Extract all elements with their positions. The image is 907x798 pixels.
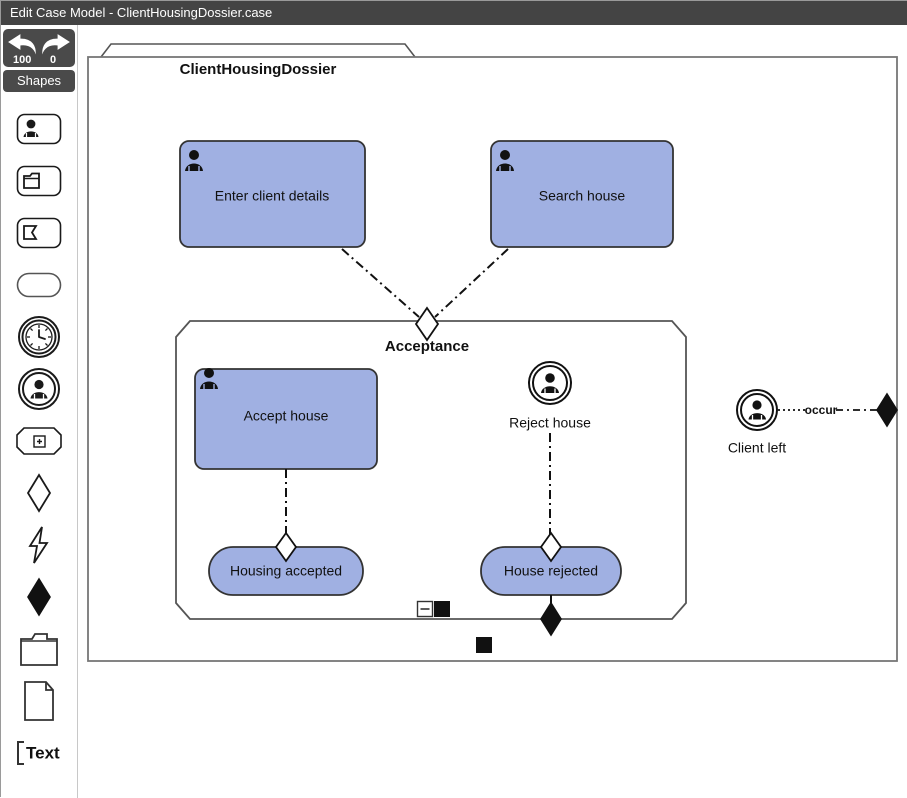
connector-occur-label: occur — [805, 403, 838, 417]
user-event-reject-house[interactable]: Reject house — [509, 361, 591, 431]
palette-item-text-annotation[interactable]: Text — [1, 727, 77, 779]
task-accept-house-label: Accept house — [244, 408, 329, 424]
milestone-housing-accepted-label: Housing accepted — [230, 563, 342, 579]
task-enter-client-details-label: Enter client details — [215, 188, 329, 204]
document-page-icon — [24, 681, 54, 721]
palette-item-case-file-item[interactable] — [1, 415, 77, 467]
user-event-reject-house-label: Reject house — [509, 415, 591, 431]
undo-count: 100 — [13, 54, 32, 66]
palette-item-event[interactable] — [1, 519, 77, 571]
text-annotation-label: Text — [26, 743, 60, 762]
palette-item-milestone[interactable] — [1, 207, 77, 259]
window-title-bar: Edit Case Model - ClientHousingDossier.c… — [1, 1, 907, 25]
milestone-housing-accepted[interactable]: Housing accepted — [208, 531, 364, 596]
case-plan-label: ClientHousingDossier — [180, 61, 337, 78]
stage-collapse-marker[interactable] — [416, 600, 434, 618]
diagram-canvas[interactable]: ClientHousingDossier Enter client detail… — [78, 25, 907, 797]
case-file-item-icon — [16, 427, 62, 455]
shapes-button[interactable]: Shapes — [3, 70, 75, 92]
user-event-client-left[interactable]: Client left — [728, 389, 786, 456]
palette-item-document[interactable] — [1, 675, 77, 727]
task-enter-client-details[interactable]: Enter client details — [179, 140, 366, 248]
user-event-icon — [18, 368, 60, 410]
palette-item-stage[interactable] — [1, 155, 77, 207]
task-search-house-label: Search house — [539, 188, 626, 204]
case-plan-planning-table-marker[interactable] — [476, 637, 492, 653]
entry-criterion-acceptance[interactable] — [414, 306, 440, 342]
human-task-icon — [16, 113, 62, 145]
lightning-bolt-icon — [28, 526, 49, 564]
flag-milestone-icon — [16, 217, 62, 249]
undo-redo-panel: 100 0 — [3, 29, 75, 67]
folder-icon — [20, 633, 58, 666]
milestone-house-rejected[interactable]: House rejected — [480, 531, 622, 596]
case-plan-tab — [100, 43, 416, 58]
text-annotation-icon: Text — [17, 741, 60, 765]
palette-item-exit-criterion[interactable] — [1, 571, 77, 623]
rounded-pill-icon — [16, 272, 62, 298]
entry-criterion-house-rejected[interactable] — [539, 531, 563, 563]
task-enter-client-details-box — [179, 140, 366, 248]
connector-enter-client-details-to-acceptance — [341, 248, 420, 318]
stage-planning-table-marker[interactable] — [434, 601, 450, 617]
hollow-diamond-icon — [26, 473, 52, 513]
cmmn-diagram: ClientHousingDossier Enter client detail… — [87, 43, 898, 662]
task-search-house-box — [490, 140, 674, 248]
palette-item-user-event[interactable] — [1, 363, 77, 415]
shape-palette: Text — [1, 97, 77, 797]
palette-item-folder[interactable] — [1, 623, 77, 675]
palette-item-timer-event[interactable] — [1, 311, 77, 363]
palette-item-event-listener[interactable] — [1, 259, 77, 311]
undo-arrow-icon[interactable] — [5, 32, 39, 62]
human-task-icon — [200, 368, 218, 389]
milestone-house-rejected-label: House rejected — [504, 563, 598, 579]
folder-stage-icon — [16, 165, 62, 197]
entry-criterion-housing-accepted[interactable] — [274, 531, 298, 563]
redo-arrow-icon[interactable] — [39, 32, 73, 62]
exit-criterion-acceptance[interactable] — [540, 601, 562, 637]
filled-diamond-icon — [27, 577, 51, 617]
task-search-house[interactable]: Search house — [490, 140, 674, 248]
task-accept-house[interactable]: Accept house — [194, 368, 378, 470]
tool-rail: 100 0 Shapes — [1, 25, 78, 798]
palette-item-entry-criterion[interactable] — [1, 467, 77, 519]
clock-timer-icon — [18, 316, 60, 358]
connector-search-house-to-acceptance — [434, 248, 509, 318]
user-event-client-left-label: Client left — [728, 440, 786, 456]
redo-count: 0 — [50, 54, 57, 66]
human-task-icon — [185, 150, 203, 171]
window-title: Edit Case Model - ClientHousingDossier.c… — [10, 5, 273, 20]
palette-item-human-task[interactable] — [1, 103, 77, 155]
human-task-icon — [496, 150, 514, 171]
exit-criterion-case-plan[interactable] — [876, 392, 898, 428]
stage-acceptance-label: Acceptance — [385, 338, 469, 355]
